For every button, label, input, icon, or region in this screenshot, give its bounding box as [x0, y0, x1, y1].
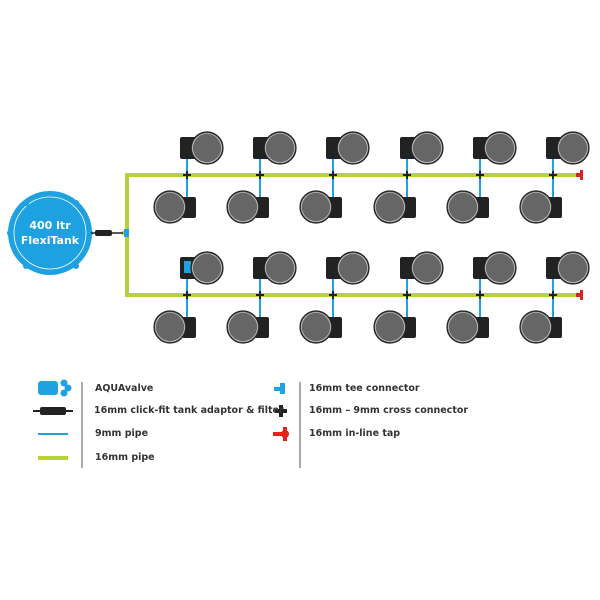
pot: [373, 190, 407, 224]
pot-rim: [228, 312, 258, 342]
pot: [299, 190, 333, 224]
pot: [190, 131, 224, 165]
pot: [190, 251, 224, 285]
pot-rim: [558, 253, 588, 283]
pot: [446, 310, 480, 344]
pots-group: [153, 131, 590, 344]
pot-rim: [448, 192, 478, 222]
pot-rim: [338, 253, 368, 283]
pot-rim: [192, 253, 222, 283]
pot-rim: [375, 192, 405, 222]
cross-connector: [183, 171, 191, 179]
tee-connector-icon: [274, 383, 285, 394]
legend-label-tee-connector: 16mm tee connector: [309, 383, 420, 394]
legend-label-9mm-pipe: 9mm pipe: [95, 428, 149, 439]
cross-connector-icon: [275, 405, 287, 417]
inline-tap-icon: [273, 427, 289, 441]
pot: [519, 190, 553, 224]
cross-connector: [256, 291, 264, 299]
legend-label-tank-adaptor: 16mm click-fit tank adaptor & filter: [94, 405, 284, 416]
cross-connector: [403, 171, 411, 179]
pot-rim: [412, 133, 442, 163]
pot: [410, 131, 444, 165]
pot: [153, 190, 187, 224]
pot-rim: [485, 253, 515, 283]
tank-label-capacity: 400 ltr: [29, 219, 71, 232]
pot: [299, 310, 333, 344]
cross-connector: [183, 291, 191, 299]
cross-connector: [476, 171, 484, 179]
pot: [336, 131, 370, 165]
pot-rim: [412, 253, 442, 283]
tank-adaptor-filter-icon: [33, 407, 73, 415]
inline-tap-handle: [580, 290, 583, 300]
pot-rim: [338, 133, 368, 163]
pot: [483, 131, 517, 165]
pot: [556, 131, 590, 165]
pot-rim: [301, 192, 331, 222]
pot: [373, 310, 407, 344]
aquavalve-icon: [38, 379, 72, 397]
pot-rim: [375, 312, 405, 342]
pot: [263, 131, 297, 165]
legend-icons: [33, 379, 289, 460]
pot: [263, 251, 297, 285]
legend-label-aquavalve: AQUAvalve: [95, 383, 154, 394]
flexitank: 400 ltr FlexiTank: [7, 191, 93, 275]
tank-adaptor-filter: [91, 230, 123, 236]
aquavalve-indicator: [184, 261, 191, 273]
pot-rim: [228, 192, 258, 222]
pot-rim: [265, 253, 295, 283]
inline-tap: [576, 293, 582, 297]
pipe-network: [122, 148, 583, 325]
cross-connector: [329, 291, 337, 299]
legend-label-16mm-pipe: 16mm pipe: [95, 452, 155, 463]
cross-connector: [549, 171, 557, 179]
pot-rim: [265, 133, 295, 163]
tank-label-name: FlexiTank: [21, 234, 80, 247]
pot: [226, 310, 260, 344]
pot-rim: [521, 192, 551, 222]
pot-rim: [155, 312, 185, 342]
pot: [153, 310, 187, 344]
pot-rim: [521, 312, 551, 342]
pot: [519, 310, 553, 344]
pot-rim: [301, 312, 331, 342]
legend-label-inline-tap: 16mm in-line tap: [309, 428, 401, 439]
tee-connector: [124, 229, 129, 237]
inline-tap: [576, 173, 582, 177]
inline-tap-handle: [580, 170, 583, 180]
pot: [336, 251, 370, 285]
pot-rim: [558, 133, 588, 163]
pot: [226, 190, 260, 224]
pot: [556, 251, 590, 285]
pot: [446, 190, 480, 224]
pot-rim: [192, 133, 222, 163]
cross-connector: [549, 291, 557, 299]
cross-connector: [476, 291, 484, 299]
cross-connector: [403, 291, 411, 299]
pot-rim: [485, 133, 515, 163]
pot-rim: [448, 312, 478, 342]
legend-label-cross-connector: 16mm – 9mm cross connector: [309, 405, 469, 416]
cross-connector: [256, 171, 264, 179]
pot: [483, 251, 517, 285]
cross-connector: [329, 171, 337, 179]
pot-rim: [155, 192, 185, 222]
pot: [410, 251, 444, 285]
